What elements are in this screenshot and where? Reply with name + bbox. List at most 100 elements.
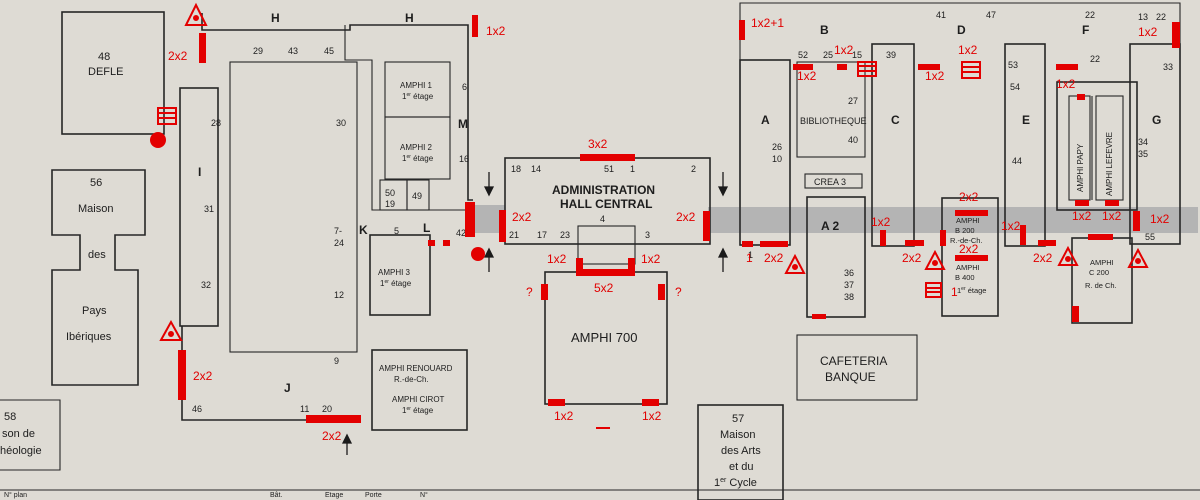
building-48-defle xyxy=(61,11,165,135)
label-amphi-papy: AMPHI PAPY xyxy=(1076,143,1085,192)
room-29: 29 xyxy=(253,46,263,56)
wing-letter-b: B xyxy=(820,23,829,37)
room-7: 7- xyxy=(334,226,342,236)
label-amphi-lefevre: AMPHI LEFEVRE xyxy=(1105,132,1114,196)
label-amphi-b400-floor: 1er étage xyxy=(957,286,986,295)
label-amphi-renouard: AMPHI RENOUARD xyxy=(379,364,453,373)
marker-label: 5x2 xyxy=(594,281,614,295)
marker-label: 2x2 xyxy=(902,251,922,265)
label-cafeteria-2: BANQUE xyxy=(825,370,876,384)
marker-label: 1 xyxy=(746,251,753,265)
wing-letter-j: J xyxy=(284,381,291,395)
building-58-maison-archeologie xyxy=(0,399,61,471)
marker-label: 1x2 xyxy=(1001,219,1021,233)
cafeteria-banque xyxy=(796,334,918,401)
footer-num: N° xyxy=(420,491,428,499)
wing-letter-g: G xyxy=(1152,113,1161,127)
wing-letter-e: E xyxy=(1022,113,1030,127)
marker-label: 1x2 xyxy=(1102,209,1122,223)
marker-label: 1x2 xyxy=(925,69,945,83)
room-26: 26 xyxy=(772,142,782,152)
entrance-arrow-icon xyxy=(341,172,729,455)
label-amphi-b200-floor: R.-de-Ch. xyxy=(950,236,983,245)
marker-label: 2x2 xyxy=(193,369,213,383)
marker-label: 1x2 xyxy=(1072,209,1092,223)
marker-label: 2x2 xyxy=(1033,251,1053,265)
marker-label: 2x2 xyxy=(168,49,188,63)
label-mpi-1: Maison xyxy=(78,203,113,215)
label-archeo-2: héologie xyxy=(0,445,42,457)
wing-letter-i: I xyxy=(198,165,201,179)
label-amphi-b400: AMPHI xyxy=(956,263,980,272)
room-44: 44 xyxy=(1012,156,1022,166)
building-56-maison-pays-iberiques xyxy=(51,169,146,386)
wing-a2 xyxy=(806,196,866,318)
wing-c xyxy=(871,43,915,247)
label-amphi-b200-num: B 200 xyxy=(955,226,975,235)
marker-label: 2x2 xyxy=(512,210,532,224)
room-47: 47 xyxy=(986,10,996,20)
wing-g xyxy=(1129,43,1181,245)
room-41: 41 xyxy=(936,10,946,20)
stairs-icon xyxy=(961,61,981,79)
room-17: 17 xyxy=(537,230,547,240)
room-2: 2 xyxy=(691,164,696,174)
room-24: 24 xyxy=(334,238,344,248)
wing-i xyxy=(179,87,219,327)
marker-label: 1x2 xyxy=(554,409,574,423)
marker-label: 1x2 xyxy=(1150,212,1170,226)
room-23: 23 xyxy=(560,230,570,240)
room-13: 13 xyxy=(1138,12,1148,22)
label-arts-3: et du xyxy=(729,461,753,473)
label-mpi-4: Ibériques xyxy=(66,331,112,343)
wing-letter-d: D xyxy=(957,23,966,37)
label-amphi-b200: AMPHI xyxy=(956,216,980,225)
accessibility-icon xyxy=(1057,245,1079,266)
room-45: 45 xyxy=(324,46,334,56)
accessibility-icon xyxy=(184,2,208,26)
red-marker-bars xyxy=(178,15,1180,429)
room-22c: 22 xyxy=(1156,12,1166,22)
footer-bat: Bât. xyxy=(270,492,283,499)
marker-label: 2x2 xyxy=(959,242,979,256)
room-40: 40 xyxy=(848,135,858,145)
room-27: 27 xyxy=(848,96,858,106)
wing-letter-a2: A 2 xyxy=(821,219,840,233)
elevator-dot-icon xyxy=(471,247,485,261)
label-amphi-renouard-floor: R.-de-Ch. xyxy=(394,375,429,384)
label-amphi-cirot: AMPHI CIROT xyxy=(392,395,445,404)
label-defle-num: 48 xyxy=(98,51,110,63)
marker-label: 1x2+1 xyxy=(751,16,784,30)
label-mpi-num: 56 xyxy=(90,177,102,189)
label-arts-num: 57 xyxy=(732,413,744,425)
crea-3-box xyxy=(804,173,863,189)
amphi-renouard-cirot-room xyxy=(371,349,468,431)
wing-letter-a: A xyxy=(761,113,770,127)
room-46: 46 xyxy=(192,404,202,414)
wing-letter-h1: H xyxy=(271,11,280,25)
accessibility-icon xyxy=(784,253,806,274)
label-amphi1: AMPHI 1 xyxy=(400,81,433,90)
room-12: 12 xyxy=(334,290,344,300)
room-53: 53 xyxy=(1008,60,1018,70)
room-30: 30 xyxy=(336,118,346,128)
courtyard-left xyxy=(229,61,358,353)
label-admin-2: HALL CENTRAL xyxy=(560,197,652,211)
accessibility-icon xyxy=(924,249,946,270)
label-amphi2: AMPHI 2 xyxy=(400,143,433,152)
room-28: 28 xyxy=(211,118,221,128)
amphi-b-room xyxy=(941,197,999,317)
room-22b: 22 xyxy=(1090,54,1100,64)
label-defle: DEFLE xyxy=(88,66,123,78)
room-54: 54 xyxy=(1010,82,1020,92)
marker-label: 1x2 xyxy=(1138,25,1158,39)
room-49: 49 xyxy=(412,191,422,201)
room-1b: 1 xyxy=(748,250,753,260)
room-55: 55 xyxy=(1145,232,1155,242)
label-archeo-num: 58 xyxy=(4,411,16,423)
room-3: 3 xyxy=(645,230,650,240)
label-amphi-cirot-floor: 1er étage xyxy=(402,406,434,415)
label-archeo-1: son de xyxy=(2,428,35,440)
room-16: 16 xyxy=(459,154,469,164)
wing-e xyxy=(1004,43,1046,247)
